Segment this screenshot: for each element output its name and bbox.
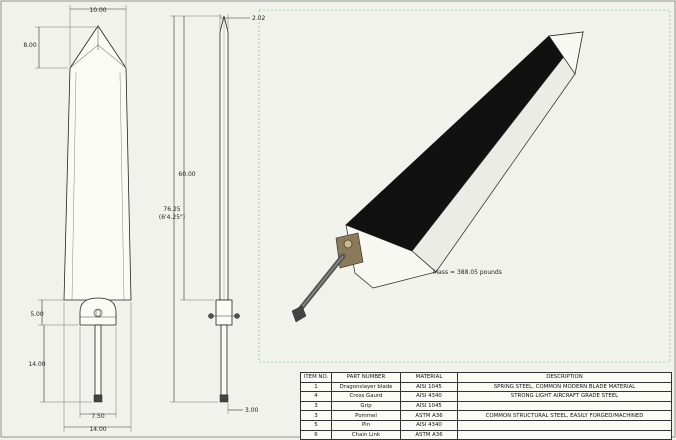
dim-grip-length: 14.00 <box>28 361 45 368</box>
bom-material: ASTM A36 <box>400 429 458 440</box>
bom-description <box>457 400 672 412</box>
dim-overall-length-ft: (6'4.25") <box>159 214 185 221</box>
bom-header-description: DESCRIPTION <box>457 372 672 383</box>
bom-description: COMMON STRUCTURAL STEEL, EASILY FORGED/M… <box>457 410 672 421</box>
front-pommel <box>93 394 103 403</box>
table-row: 3 Grip AISI 1045 <box>300 400 672 412</box>
bom-description <box>457 419 672 431</box>
bom-item-no: 5 <box>300 419 332 431</box>
dim-blade-thickness: 2.02 <box>252 15 266 22</box>
bom-part-number: Grip <box>331 400 401 412</box>
bom-description <box>457 429 672 440</box>
iso-pommel <box>291 305 307 323</box>
table-row: 3 Pommel ASTM A36 COMMON STRUCTURAL STEE… <box>300 410 672 421</box>
bom-material: AISI 1045 <box>400 381 458 393</box>
front-view <box>63 25 132 403</box>
mass-label: Mass = 388.05 pounds <box>433 269 502 276</box>
dim-tip-length: 8.00 <box>23 42 37 49</box>
bom-item-no: 1 <box>300 381 332 393</box>
bom-part-number: Dragonslayer blade <box>331 381 401 393</box>
bom-description: SPRING STEEL, COMMON MODERN BLADE MATERI… <box>457 381 672 393</box>
bom-item-no: 3 <box>300 400 332 412</box>
dim-guard-width: 7.50 <box>91 413 105 420</box>
front-blade <box>63 25 132 301</box>
bom-header-part-number: PART NUMBER <box>331 372 401 383</box>
bom-description: STRONG LIGHT AIRCRAFT GRADE STEEL <box>457 391 672 402</box>
front-dimensions: 10.00 8.00 5.00 14.00 7.50 14.00 <box>23 5 132 433</box>
side-cross-guard <box>215 299 233 326</box>
side-dimensions: 2.02 76.25 (6'4.25") 60.00 3.00 <box>159 14 266 414</box>
side-view <box>208 15 240 403</box>
bom-material: AISI 4340 <box>400 391 458 402</box>
side-pommel <box>219 394 229 403</box>
bom-part-number: Cross Gaurd <box>331 391 401 402</box>
dim-base-width: 14.00 <box>89 426 106 433</box>
bom-item-no: 3 <box>300 410 332 421</box>
dim-blade-length: 60.00 <box>178 171 195 178</box>
table-row: 6 Chain Link ASTM A36 <box>300 429 672 440</box>
bom-item-no: 4 <box>300 391 332 402</box>
dim-blade-width: 10.00 <box>89 7 106 14</box>
bom-part-number: Chain Link <box>331 429 401 440</box>
dim-pommel: 3.00 <box>245 407 259 414</box>
bom-material: AISI 1045 <box>400 400 458 412</box>
bom-part-number: Pommel <box>331 410 401 421</box>
table-row: 1 Dragonslayer blade AISI 1045 SPRING ST… <box>300 381 672 393</box>
bom-header-item-no: ITEM NO. <box>300 372 332 383</box>
dim-guard-height: 5.00 <box>30 311 44 318</box>
dim-overall-length: 76.25 <box>163 206 180 213</box>
bom-material: AISI 4340 <box>400 419 458 431</box>
bom-part-number: Pin <box>331 419 401 431</box>
bom-material: ASTM A36 <box>400 410 458 421</box>
isometric-view <box>291 31 584 323</box>
iso-blade-bevel <box>345 224 437 289</box>
table-row: 5 Pin AISI 4340 <box>300 419 672 431</box>
side-grip <box>220 324 228 396</box>
front-cross-guard <box>79 297 117 326</box>
bom-header-material: MATERIAL <box>400 372 458 383</box>
iso-blade-tip <box>548 31 584 75</box>
bom-item-no: 6 <box>300 429 332 440</box>
table-row: 4 Cross Gaurd AISI 4340 STRONG LIGHT AIR… <box>300 391 672 402</box>
front-grip <box>94 324 102 396</box>
bom-header-row: ITEM NO. PART NUMBER MATERIAL DESCRIPTIO… <box>300 372 672 383</box>
iso-view-frame <box>258 9 671 363</box>
bill-of-materials: ITEM NO. PART NUMBER MATERIAL DESCRIPTIO… <box>300 372 672 440</box>
